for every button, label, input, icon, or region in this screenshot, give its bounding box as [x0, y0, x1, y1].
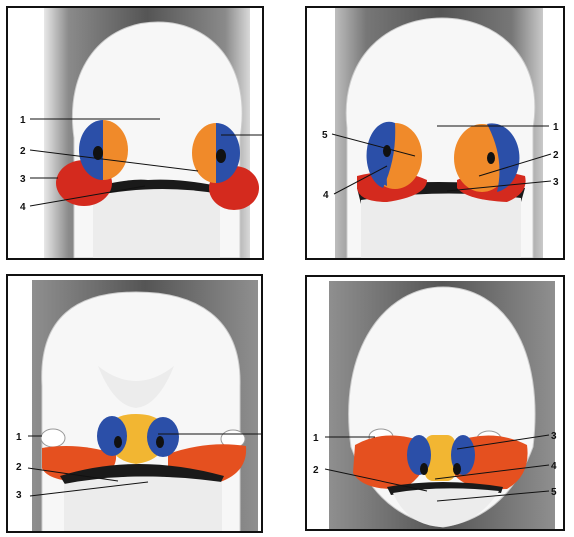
medial-nasal-left — [97, 416, 127, 456]
panel-3: 1 2 3 — [6, 274, 263, 533]
label-3: 3 — [551, 431, 557, 442]
mandibular-region — [64, 476, 222, 533]
panel-2: 1 2 3 4 5 — [305, 6, 565, 260]
label-3: 3 — [20, 174, 26, 185]
nasal-pit-right — [156, 436, 164, 448]
label-2: 2 — [20, 146, 26, 157]
panel-3-drawing: 1 2 3 — [8, 276, 263, 533]
nasal-pit-right — [487, 152, 495, 164]
label-1: 1 — [553, 122, 559, 133]
mandibular-region — [361, 193, 521, 258]
label-1: 1 — [16, 432, 22, 443]
nasal-pit-left — [383, 145, 391, 157]
eye-left — [41, 429, 65, 447]
label-5: 5 — [551, 487, 557, 498]
mandibular-region — [93, 189, 220, 258]
label-4: 4 — [551, 461, 557, 472]
nasal-pit-right — [216, 149, 226, 163]
label-2: 2 — [313, 465, 319, 476]
label-4: 4 — [20, 202, 26, 213]
medial-nasal-right — [147, 417, 179, 457]
panel-4-drawing: 1 2 3 4 5 — [307, 277, 565, 531]
label-2: 2 — [16, 462, 22, 473]
nasal-pit-left — [420, 463, 428, 475]
label-3: 3 — [16, 490, 22, 501]
label-1: 1 — [20, 115, 26, 126]
label-4: 4 — [323, 190, 329, 201]
label-5: 5 — [322, 130, 328, 141]
nasal-pit-left — [114, 436, 122, 448]
panel-1-drawing: 1 2 3 4 — [8, 8, 264, 260]
panel-4: 1 2 3 4 5 — [305, 275, 565, 531]
panel-1: 1 2 3 4 — [6, 6, 264, 260]
panel-2-drawing: 1 2 3 4 5 — [307, 8, 565, 260]
label-2: 2 — [553, 150, 559, 161]
label-3: 3 — [553, 177, 559, 188]
nasal-pit-right — [453, 463, 461, 475]
label-1: 1 — [313, 433, 319, 444]
